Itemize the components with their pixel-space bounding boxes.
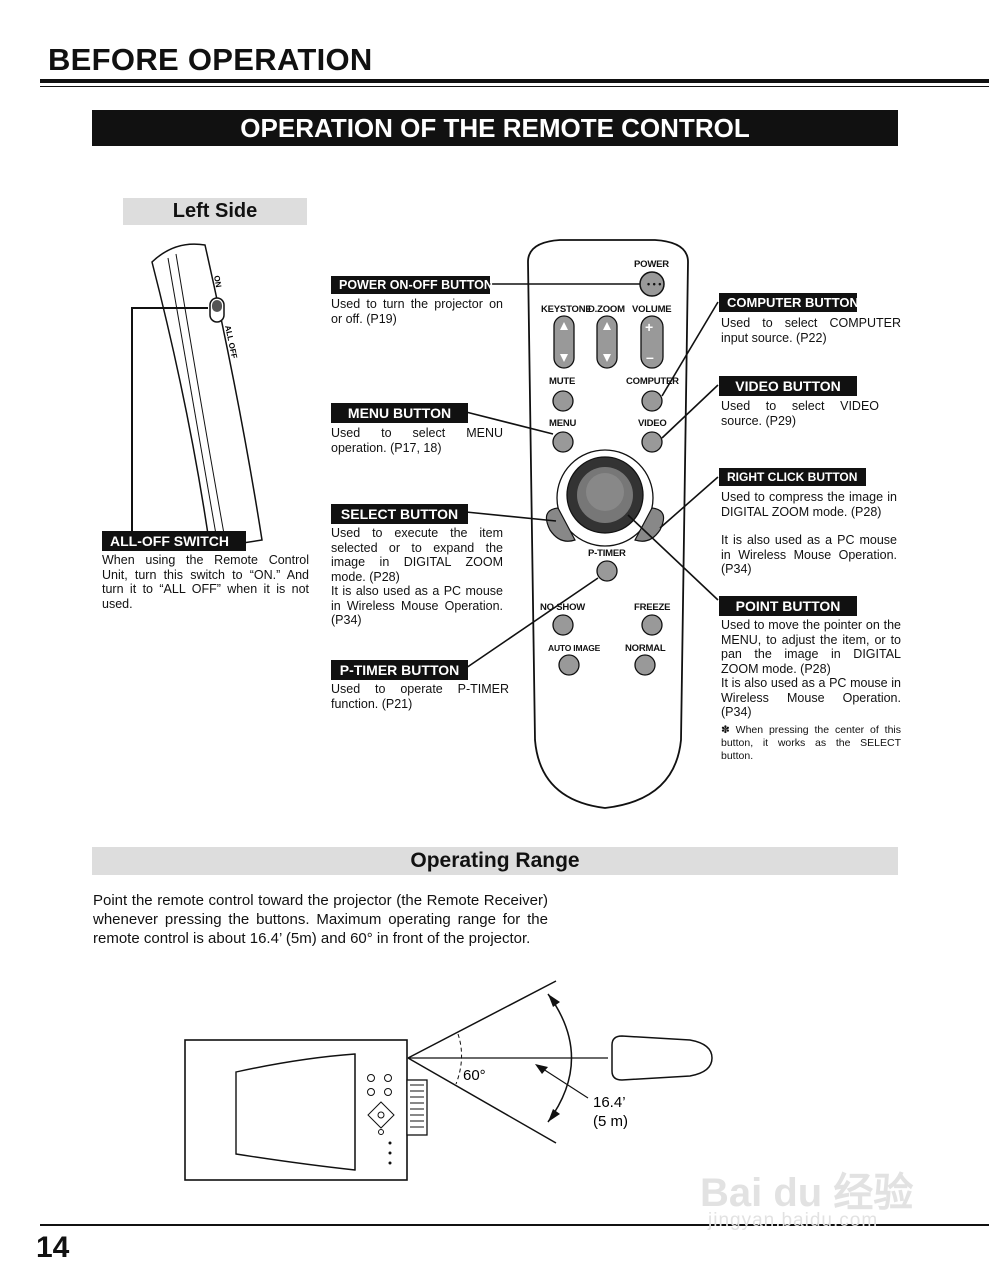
page-number: 14 (36, 1231, 70, 1264)
select-button-desc: Used to execute the item selected or to … (331, 526, 503, 584)
operating-range-diagram: 60° 16.4’ (5 m) (184, 980, 713, 1181)
label-dzoom: D.ZOOM (588, 304, 625, 315)
select-button-label: SELECT BUTTON (331, 504, 468, 524)
remote-illustration: ON ALL OFF • • • + – (131, 239, 719, 809)
label-ptimer: P-TIMER (588, 548, 626, 559)
power-button-desc: Used to turn the projector on or off. (P… (331, 297, 503, 326)
label-menu: MENU (549, 418, 577, 429)
label-mute: MUTE (549, 376, 576, 387)
point-button-label: POINT BUTTON (719, 596, 857, 616)
right-click-button-label: RIGHT CLICK BUTTON (719, 468, 866, 486)
watermark-url: jingyan.baidu.com (708, 1210, 879, 1231)
callout-lines (465, 283, 719, 669)
switch-on-text: ON (212, 275, 223, 289)
operating-range-text: Point the remote control toward the proj… (93, 892, 548, 947)
computer-button-desc: Used to select COMPUTER input source. (P… (721, 316, 901, 345)
right-click-button-desc-2: It is also used as a PC mouse in Wireles… (721, 533, 897, 576)
range-angle: 60° (463, 1067, 486, 1084)
label-computer: COMPUTER (626, 376, 679, 387)
header-rule (40, 79, 989, 83)
left-side-title: Left Side (123, 198, 307, 225)
video-button-desc: Used to select VIDEO source. (P29) (721, 399, 879, 428)
remote-front-view: • • • + – (527, 239, 689, 809)
svg-text:+: + (645, 319, 653, 335)
label-keystone: KEYSTONE (541, 304, 592, 315)
ptimer-button-label: P-TIMER BUTTON (331, 660, 468, 680)
operating-range-title: Operating Range (92, 847, 898, 875)
label-freeze: FREEZE (634, 602, 671, 613)
menu-button-desc: Used to select MENU operation. (P17, 18) (331, 426, 503, 455)
point-button-desc-2: It is also used as a PC mouse in Wireles… (721, 676, 901, 719)
right-click-button-desc: Used to compress the image in DIGITAL ZO… (721, 490, 897, 519)
label-noshow: NO SHOW (540, 602, 586, 613)
svg-text:–: – (646, 349, 654, 365)
ptimer-button-desc: Used to operate P-TIMER function. (P21) (331, 682, 509, 711)
video-button-label: VIDEO BUTTON (719, 376, 857, 396)
page-header: BEFORE OPERATION (48, 42, 373, 77)
remote-side-view: ON ALL OFF (131, 243, 263, 549)
all-off-switch-label: ALL-OFF SWITCH (102, 531, 246, 551)
all-off-switch-desc: When using the Remote Control Unit, turn… (102, 553, 309, 611)
menu-button-label: MENU BUTTON (331, 403, 468, 423)
select-button-desc-2: It is also used as a PC mouse in Wireles… (331, 584, 503, 627)
footer-rule (40, 1224, 989, 1226)
point-button-note: ✽ When pressing the center of this butto… (721, 724, 901, 762)
label-volume: VOLUME (632, 304, 672, 315)
computer-button-label: COMPUTER BUTTON (719, 293, 859, 312)
point-button-desc: Used to move the pointer on the MENU, to… (721, 618, 901, 676)
label-autoimage: AUTO IMAGE (548, 643, 601, 653)
header-rule-thin (40, 86, 989, 87)
svg-text:• • •: • • • (647, 279, 661, 289)
range-distance-m: (5 m) (593, 1113, 628, 1130)
range-distance-ft: 16.4’ (593, 1094, 626, 1111)
label-power: POWER (634, 259, 669, 270)
power-button-label: POWER ON-OFF BUTTON (331, 276, 493, 294)
label-normal: NORMAL (625, 643, 666, 654)
label-video: VIDEO (638, 418, 667, 429)
section-title: OPERATION OF THE REMOTE CONTROL (92, 110, 898, 146)
watermark-brand: Bai du 经验 (700, 1171, 914, 1215)
